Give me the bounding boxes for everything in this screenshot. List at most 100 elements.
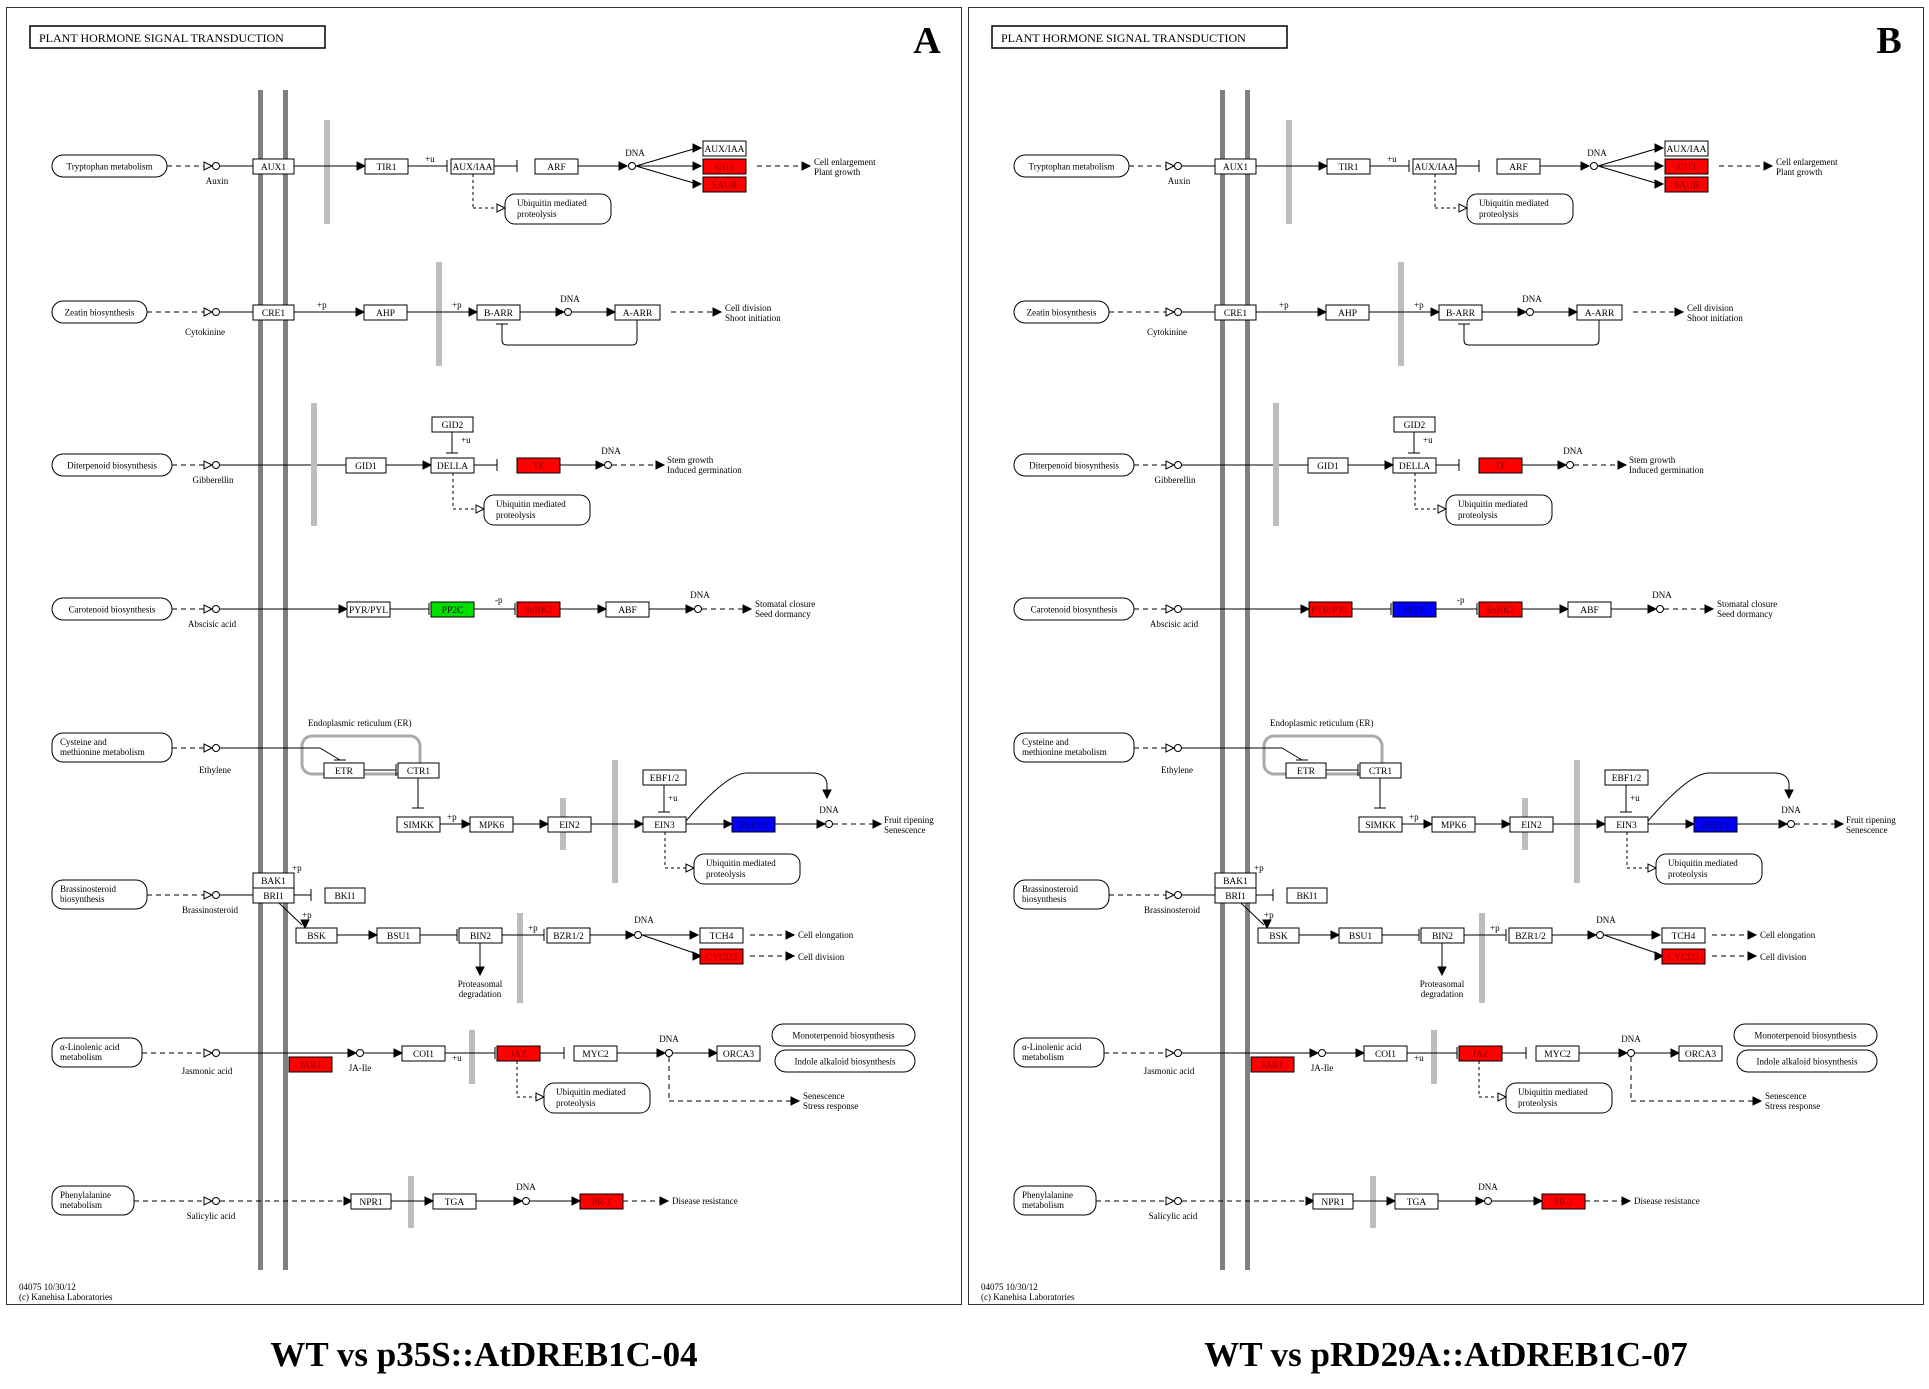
dna-to-orca3-head <box>708 1048 719 1058</box>
footer-id: 04075 10/30/12 <box>19 1282 76 1292</box>
bzr-to-dna-head <box>1587 930 1598 940</box>
label-abscisic: Abscisic acid <box>188 619 237 629</box>
gene-bzr-label: BZR1/2 <box>1515 932 1546 942</box>
gene-coi1-label: COI1 <box>1375 1050 1396 1060</box>
br-head <box>203 890 214 900</box>
gene-aarr-label: A-ARR <box>623 309 653 319</box>
label-cell-division-2: Cell division <box>798 952 845 962</box>
map-linolenic-label-1: α-Linolenic acid <box>60 1042 120 1052</box>
gene-ctr1-label: CTR1 <box>407 767 430 777</box>
gene-tf-label: TF <box>1495 462 1506 472</box>
gene-aux1-label: AUX1 <box>261 163 287 173</box>
dna-circle-6 <box>1596 931 1604 939</box>
br-outcome-2-head <box>785 951 796 961</box>
gene-barr-label: B-ARR <box>1446 309 1476 319</box>
cyto-outcome-head <box>712 307 723 317</box>
gene-tch4-label: TCH4 <box>1672 932 1696 942</box>
ein3-to-erf-head <box>723 819 734 829</box>
label-cytokinine: Cytokinine <box>185 327 225 337</box>
gene-barr-label: B-ARR <box>484 309 514 319</box>
ein3-to-erf-head <box>1685 819 1696 829</box>
dna-to-pr1-head <box>1533 1196 1544 1206</box>
bzr-to-dna-head <box>625 930 636 940</box>
label-p-3: +p <box>447 812 457 822</box>
membrane-gap-6 <box>1479 913 1485 1003</box>
gene-cre1-label: CRE1 <box>1224 309 1247 319</box>
ubq-auxin-head <box>1458 203 1469 213</box>
dna-circle-2 <box>1526 308 1534 316</box>
label-dna-7: DNA <box>659 1034 679 1044</box>
label-salicylic: Salicylic acid <box>1149 1211 1198 1221</box>
map-monoterpenoid <box>771 1023 916 1047</box>
br-outcome-1-head <box>785 930 796 940</box>
arf-to-dna-head <box>618 161 629 171</box>
label-u-3: +u <box>668 793 678 803</box>
label-senescence-2: Senescence <box>1765 1091 1806 1101</box>
gene-gid2-label: GID2 <box>442 421 464 431</box>
auxin-head <box>203 161 214 171</box>
mpk6-to-ein2-head <box>539 819 550 829</box>
aba-outcome-head <box>742 604 753 614</box>
map-monoterpenoid <box>1733 1023 1878 1047</box>
gene-bki1 <box>1286 887 1328 904</box>
membrane-gap-3 <box>311 403 317 526</box>
bri1-to-bsk-head <box>1262 919 1272 930</box>
gene-orca3 <box>1678 1045 1723 1062</box>
map-monoterpenoid-label: Monoterpenoid biosynthesis <box>1754 1031 1857 1041</box>
ubq-ein3 <box>1655 853 1763 885</box>
gene-ahp-label: AHP <box>376 309 395 319</box>
tf-to-dna-head <box>1557 460 1568 470</box>
aba-to-pyr-head <box>1300 604 1311 614</box>
gene-della-label: DELLA <box>1399 462 1430 472</box>
ja-head <box>1165 1048 1176 1058</box>
label-gibberellin: Gibberellin <box>193 475 234 485</box>
gene-bri1-label: BRI1 <box>1225 892 1246 902</box>
label-jasmonic: Jasmonic acid <box>182 1066 233 1076</box>
membrane-line-outer <box>1220 90 1225 1270</box>
ubq-ein3-label-2: proteolysis <box>706 869 746 879</box>
map-indole-alkaloid-label: Indole alkaloid biosynthesis <box>1757 1057 1858 1067</box>
ubq-ein3-label-1: Ubiquitin mediated <box>706 858 776 868</box>
label-plant-growth: Plant growth <box>1776 167 1823 177</box>
label-jaile: JA-Ile <box>1311 1063 1334 1073</box>
gid1-to-della-head <box>1384 460 1395 470</box>
abscisic-circle <box>1174 605 1182 613</box>
label-u-3: +u <box>1630 793 1640 803</box>
map-zeatin-label: Zeatin biosynthesis <box>1027 308 1097 318</box>
label-cell-enlargement: Cell enlargement <box>814 157 876 167</box>
br-head <box>1165 890 1176 900</box>
ethylene-circle <box>212 744 220 752</box>
gene-orca3-label: ORCA3 <box>1685 1050 1716 1060</box>
barr-to-dna-head <box>555 307 566 317</box>
gene-jar1-label: JAR1 <box>1262 1061 1284 1071</box>
label-dna-3: DNA <box>601 446 621 456</box>
label-er: Endoplasmic reticulum (ER) <box>1270 718 1373 728</box>
gib-head <box>1165 460 1176 470</box>
gene-cre1-label: CRE1 <box>262 309 285 319</box>
label-brassinosteroid: Brassinosteroid <box>1144 905 1200 915</box>
tf-to-dna-head <box>595 460 606 470</box>
dna-circle-2 <box>564 308 572 316</box>
gene-gid1-label: GID1 <box>1317 462 1339 472</box>
dna-to-pr1-head <box>571 1196 582 1206</box>
membrane-gap-7 <box>469 1030 475 1084</box>
label-dna-8: DNA <box>1478 1182 1498 1192</box>
gene-saur-label: SAUR <box>1674 181 1700 191</box>
membrane-gap-2 <box>1398 262 1404 366</box>
label-fruit-ripening: Fruit ripening <box>1846 815 1896 825</box>
label-ethylene: Ethylene <box>199 765 231 775</box>
label-p-6: +p <box>528 923 538 933</box>
salicylic-circle <box>1174 1197 1182 1205</box>
dna-to-gh3-head <box>1654 161 1665 171</box>
label-dna-3: DNA <box>1563 446 1583 456</box>
jaile-circle <box>356 1049 364 1057</box>
erf-to-dna-head <box>816 819 827 829</box>
map-tryptophan-label: Tryptophan metabolism <box>67 162 153 172</box>
gene-bki1-label: BKI1 <box>1296 892 1317 902</box>
br-outcome-1-head <box>1747 930 1758 940</box>
label-stress-response: Stress response <box>803 1101 858 1111</box>
map-cysteine-label-2: methionine metabolism <box>1022 747 1107 757</box>
label-plant-growth: Plant growth <box>814 167 861 177</box>
